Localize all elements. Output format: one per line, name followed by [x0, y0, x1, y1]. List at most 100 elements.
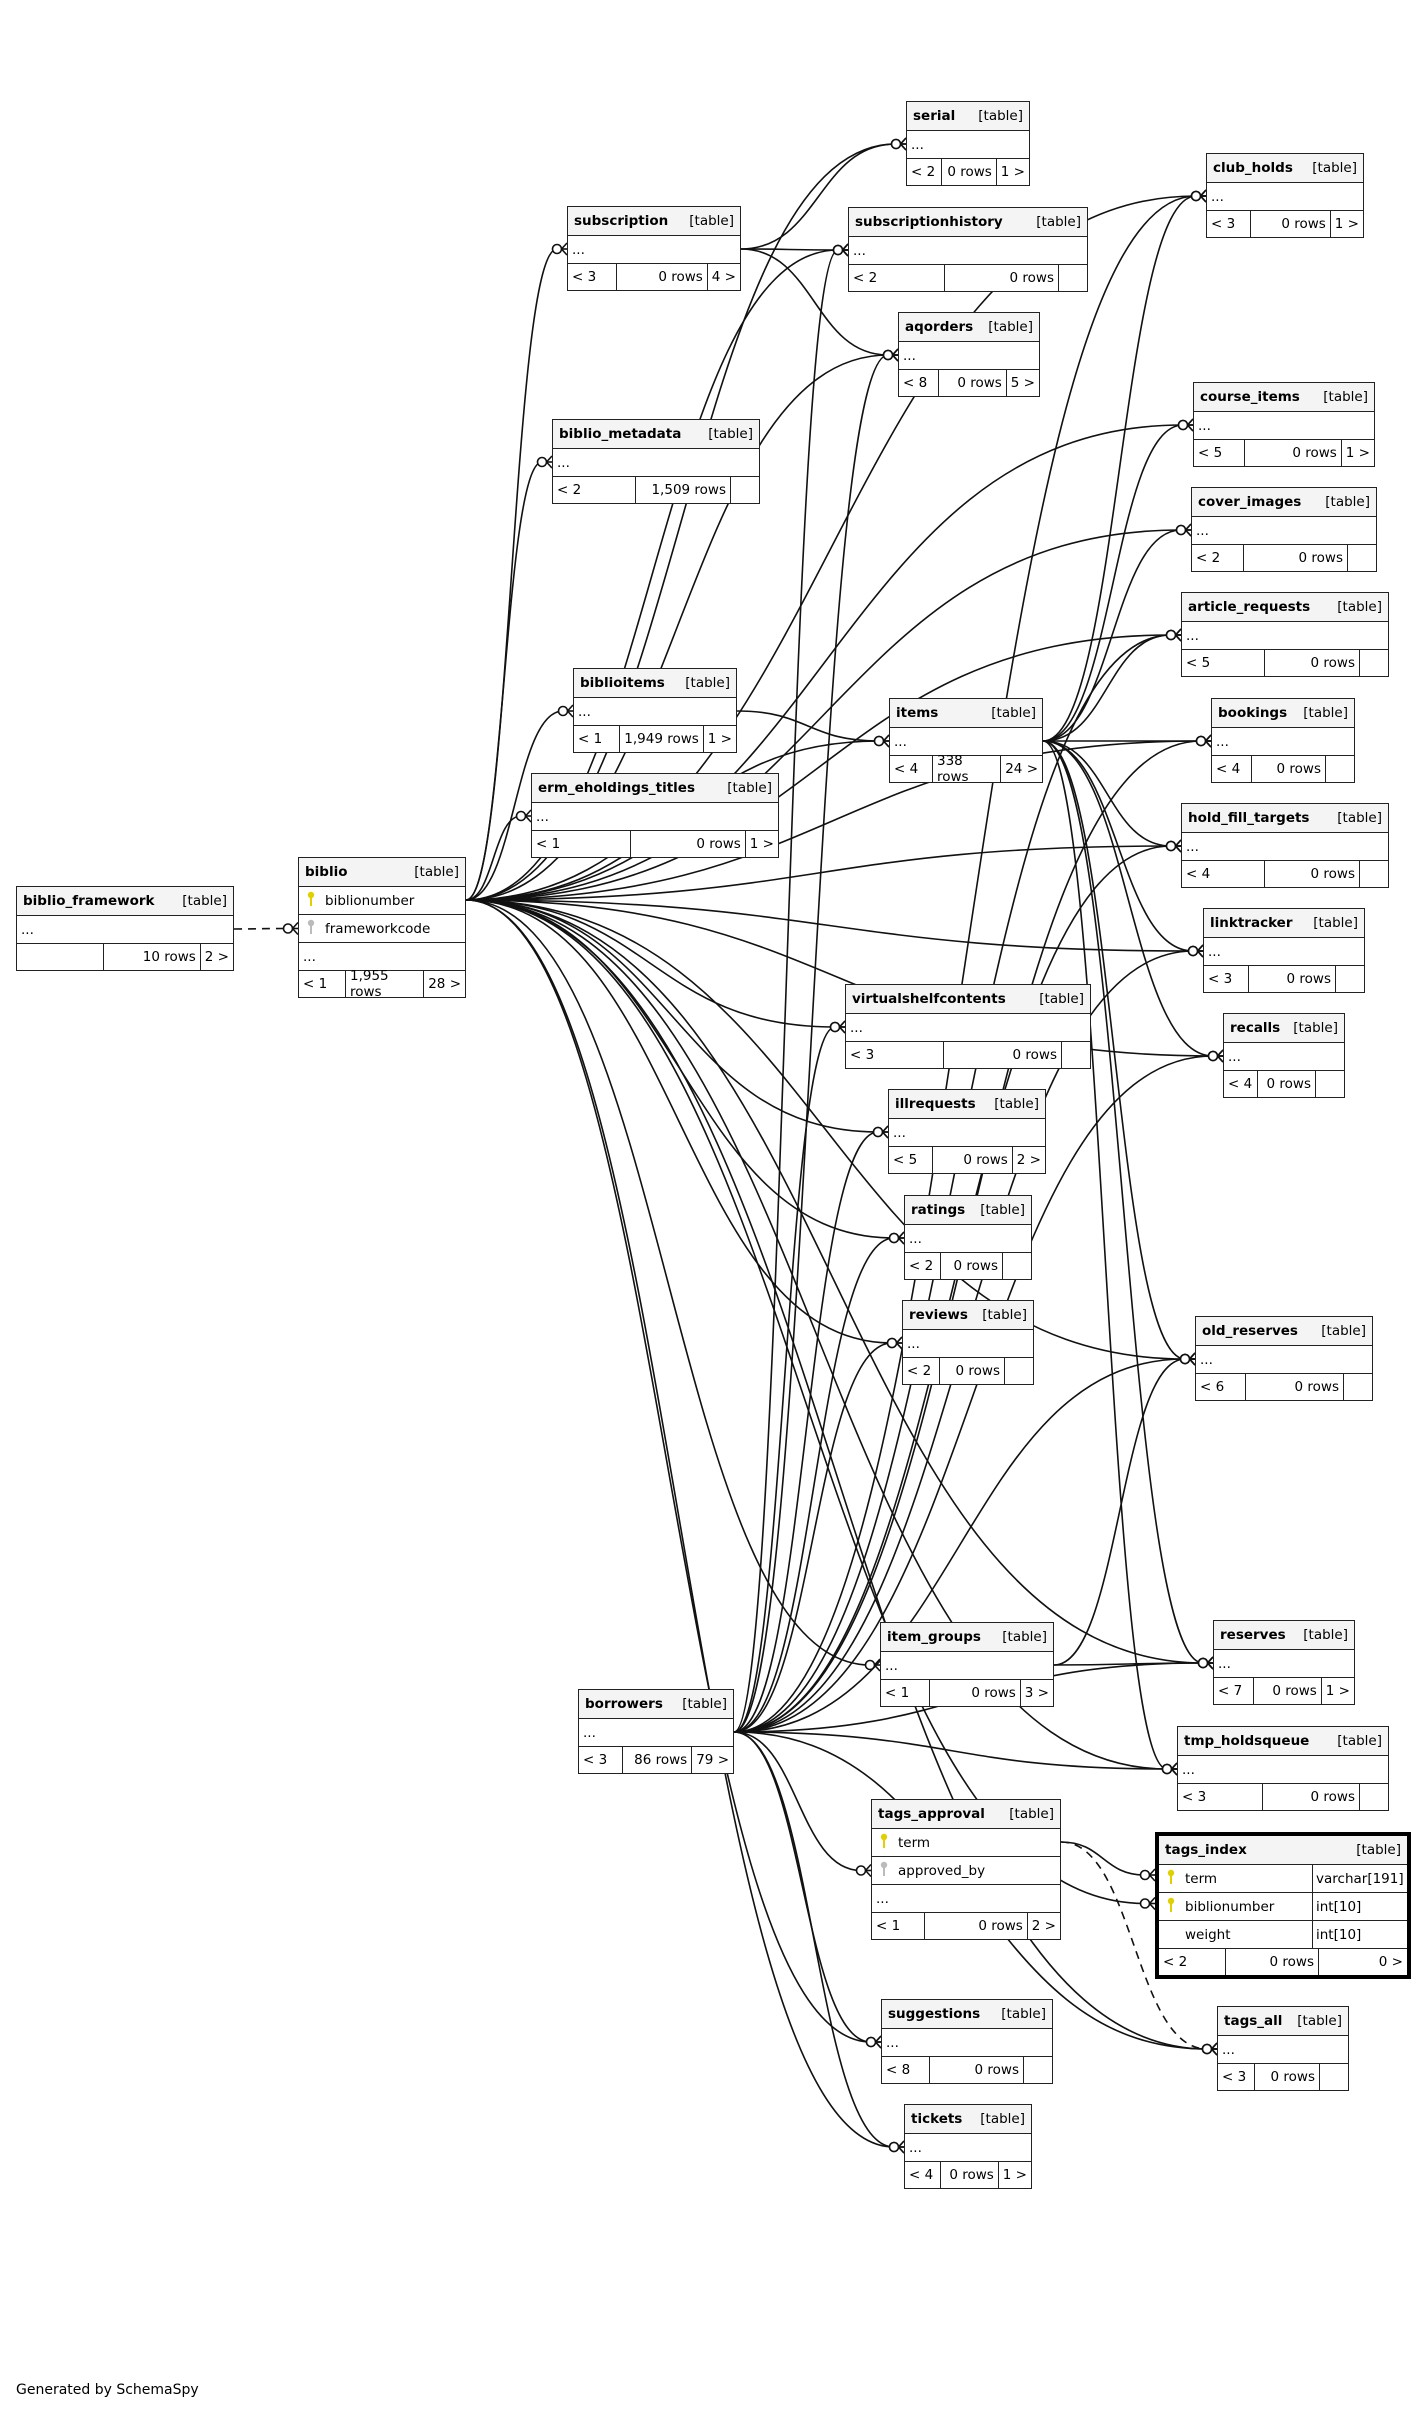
- table-name[interactable]: tags_approval: [878, 1806, 985, 1822]
- table-name[interactable]: recalls: [1230, 1020, 1281, 1036]
- children-link[interactable]: [1024, 2057, 1052, 2083]
- children-link[interactable]: [1062, 1042, 1090, 1068]
- table-name[interactable]: reserves: [1220, 1627, 1286, 1643]
- parents-link[interactable]: < 2: [1159, 1949, 1226, 1975]
- table-name[interactable]: borrowers: [585, 1696, 663, 1712]
- parents-link[interactable]: < 3: [1207, 211, 1251, 237]
- parents-link[interactable]: < 1: [532, 831, 631, 857]
- table-name[interactable]: illrequests: [895, 1096, 976, 1112]
- table-name[interactable]: old_reserves: [1202, 1323, 1298, 1339]
- column-row[interactable]: approved_by: [872, 1857, 1060, 1885]
- children-link[interactable]: [1348, 545, 1376, 571]
- parents-link[interactable]: < 4: [905, 2162, 941, 2188]
- children-link[interactable]: [1344, 1374, 1372, 1400]
- parents-link[interactable]: < 8: [899, 370, 939, 396]
- parents-link[interactable]: < 1: [872, 1913, 925, 1939]
- column-row[interactable]: frameworkcode: [299, 915, 465, 943]
- parents-link[interactable]: < 2: [1192, 545, 1244, 571]
- table-name[interactable]: suggestions: [888, 2006, 981, 2022]
- parents-link[interactable]: < 7: [1214, 1678, 1254, 1704]
- column-row[interactable]: biblionumber: [299, 887, 465, 915]
- children-link[interactable]: 2 >: [1031, 1918, 1056, 1934]
- children-link[interactable]: [1336, 966, 1364, 992]
- parents-link[interactable]: < 2: [905, 1253, 941, 1279]
- table-name[interactable]: aqorders: [905, 319, 974, 335]
- children-link[interactable]: 1 >: [1345, 445, 1370, 461]
- parents-link[interactable]: < 3: [1178, 1784, 1263, 1810]
- parents-link[interactable]: < 6: [1196, 1374, 1246, 1400]
- table-name[interactable]: subscription: [574, 213, 669, 229]
- children-link[interactable]: 0 >: [1378, 1954, 1403, 1970]
- children-link[interactable]: [1005, 1358, 1033, 1384]
- table-name[interactable]: erm_eholdings_titles: [538, 780, 696, 796]
- parents-link[interactable]: < 3: [579, 1747, 623, 1773]
- children-link[interactable]: 1 >: [749, 836, 774, 852]
- table-name[interactable]: tags_index: [1165, 1842, 1247, 1858]
- table-name[interactable]: course_items: [1200, 389, 1300, 405]
- table-name[interactable]: item_groups: [887, 1629, 981, 1645]
- parents-link[interactable]: < 1: [881, 1680, 930, 1706]
- table-name[interactable]: biblioitems: [580, 675, 665, 691]
- children-link[interactable]: 5 >: [1010, 375, 1035, 391]
- children-link[interactable]: 24 >: [1005, 761, 1038, 777]
- table-name[interactable]: club_holds: [1213, 160, 1293, 176]
- parents-link[interactable]: < 5: [1194, 440, 1245, 466]
- children-link[interactable]: 1 >: [707, 731, 732, 747]
- children-link[interactable]: [1059, 265, 1087, 291]
- table-name[interactable]: items: [896, 705, 939, 721]
- children-link[interactable]: [731, 477, 759, 503]
- parents-link[interactable]: < 3: [1204, 966, 1249, 992]
- table-name[interactable]: bookings: [1218, 705, 1288, 721]
- children-link[interactable]: [1360, 1784, 1388, 1810]
- table-name[interactable]: subscriptionhistory: [855, 214, 1003, 230]
- children-link[interactable]: [1360, 650, 1388, 676]
- children-link[interactable]: 1 >: [1325, 1683, 1350, 1699]
- children-link[interactable]: 28 >: [428, 976, 461, 992]
- table-name[interactable]: virtualshelfcontents: [852, 991, 1006, 1007]
- table-name[interactable]: tickets: [911, 2111, 963, 2127]
- parents-link[interactable]: < 3: [568, 264, 617, 290]
- parents-link[interactable]: < 4: [1212, 756, 1252, 782]
- parents-link[interactable]: < 1: [299, 971, 346, 997]
- table-name[interactable]: biblio: [305, 864, 348, 880]
- children-link[interactable]: [1003, 1253, 1031, 1279]
- parents-link[interactable]: < 5: [889, 1147, 933, 1173]
- parents-link[interactable]: < 4: [890, 756, 933, 782]
- parents-link[interactable]: < 3: [1218, 2064, 1255, 2090]
- children-link[interactable]: 3 >: [1024, 1685, 1049, 1701]
- table-name[interactable]: biblio_framework: [23, 893, 155, 909]
- children-link[interactable]: 2 >: [1016, 1152, 1041, 1168]
- parents-link[interactable]: < 2: [553, 477, 636, 503]
- children-link[interactable]: 1 >: [1000, 164, 1025, 180]
- children-link[interactable]: 2 >: [204, 949, 229, 965]
- table-name[interactable]: linktracker: [1210, 915, 1293, 931]
- parents-link[interactable]: < 2: [903, 1358, 940, 1384]
